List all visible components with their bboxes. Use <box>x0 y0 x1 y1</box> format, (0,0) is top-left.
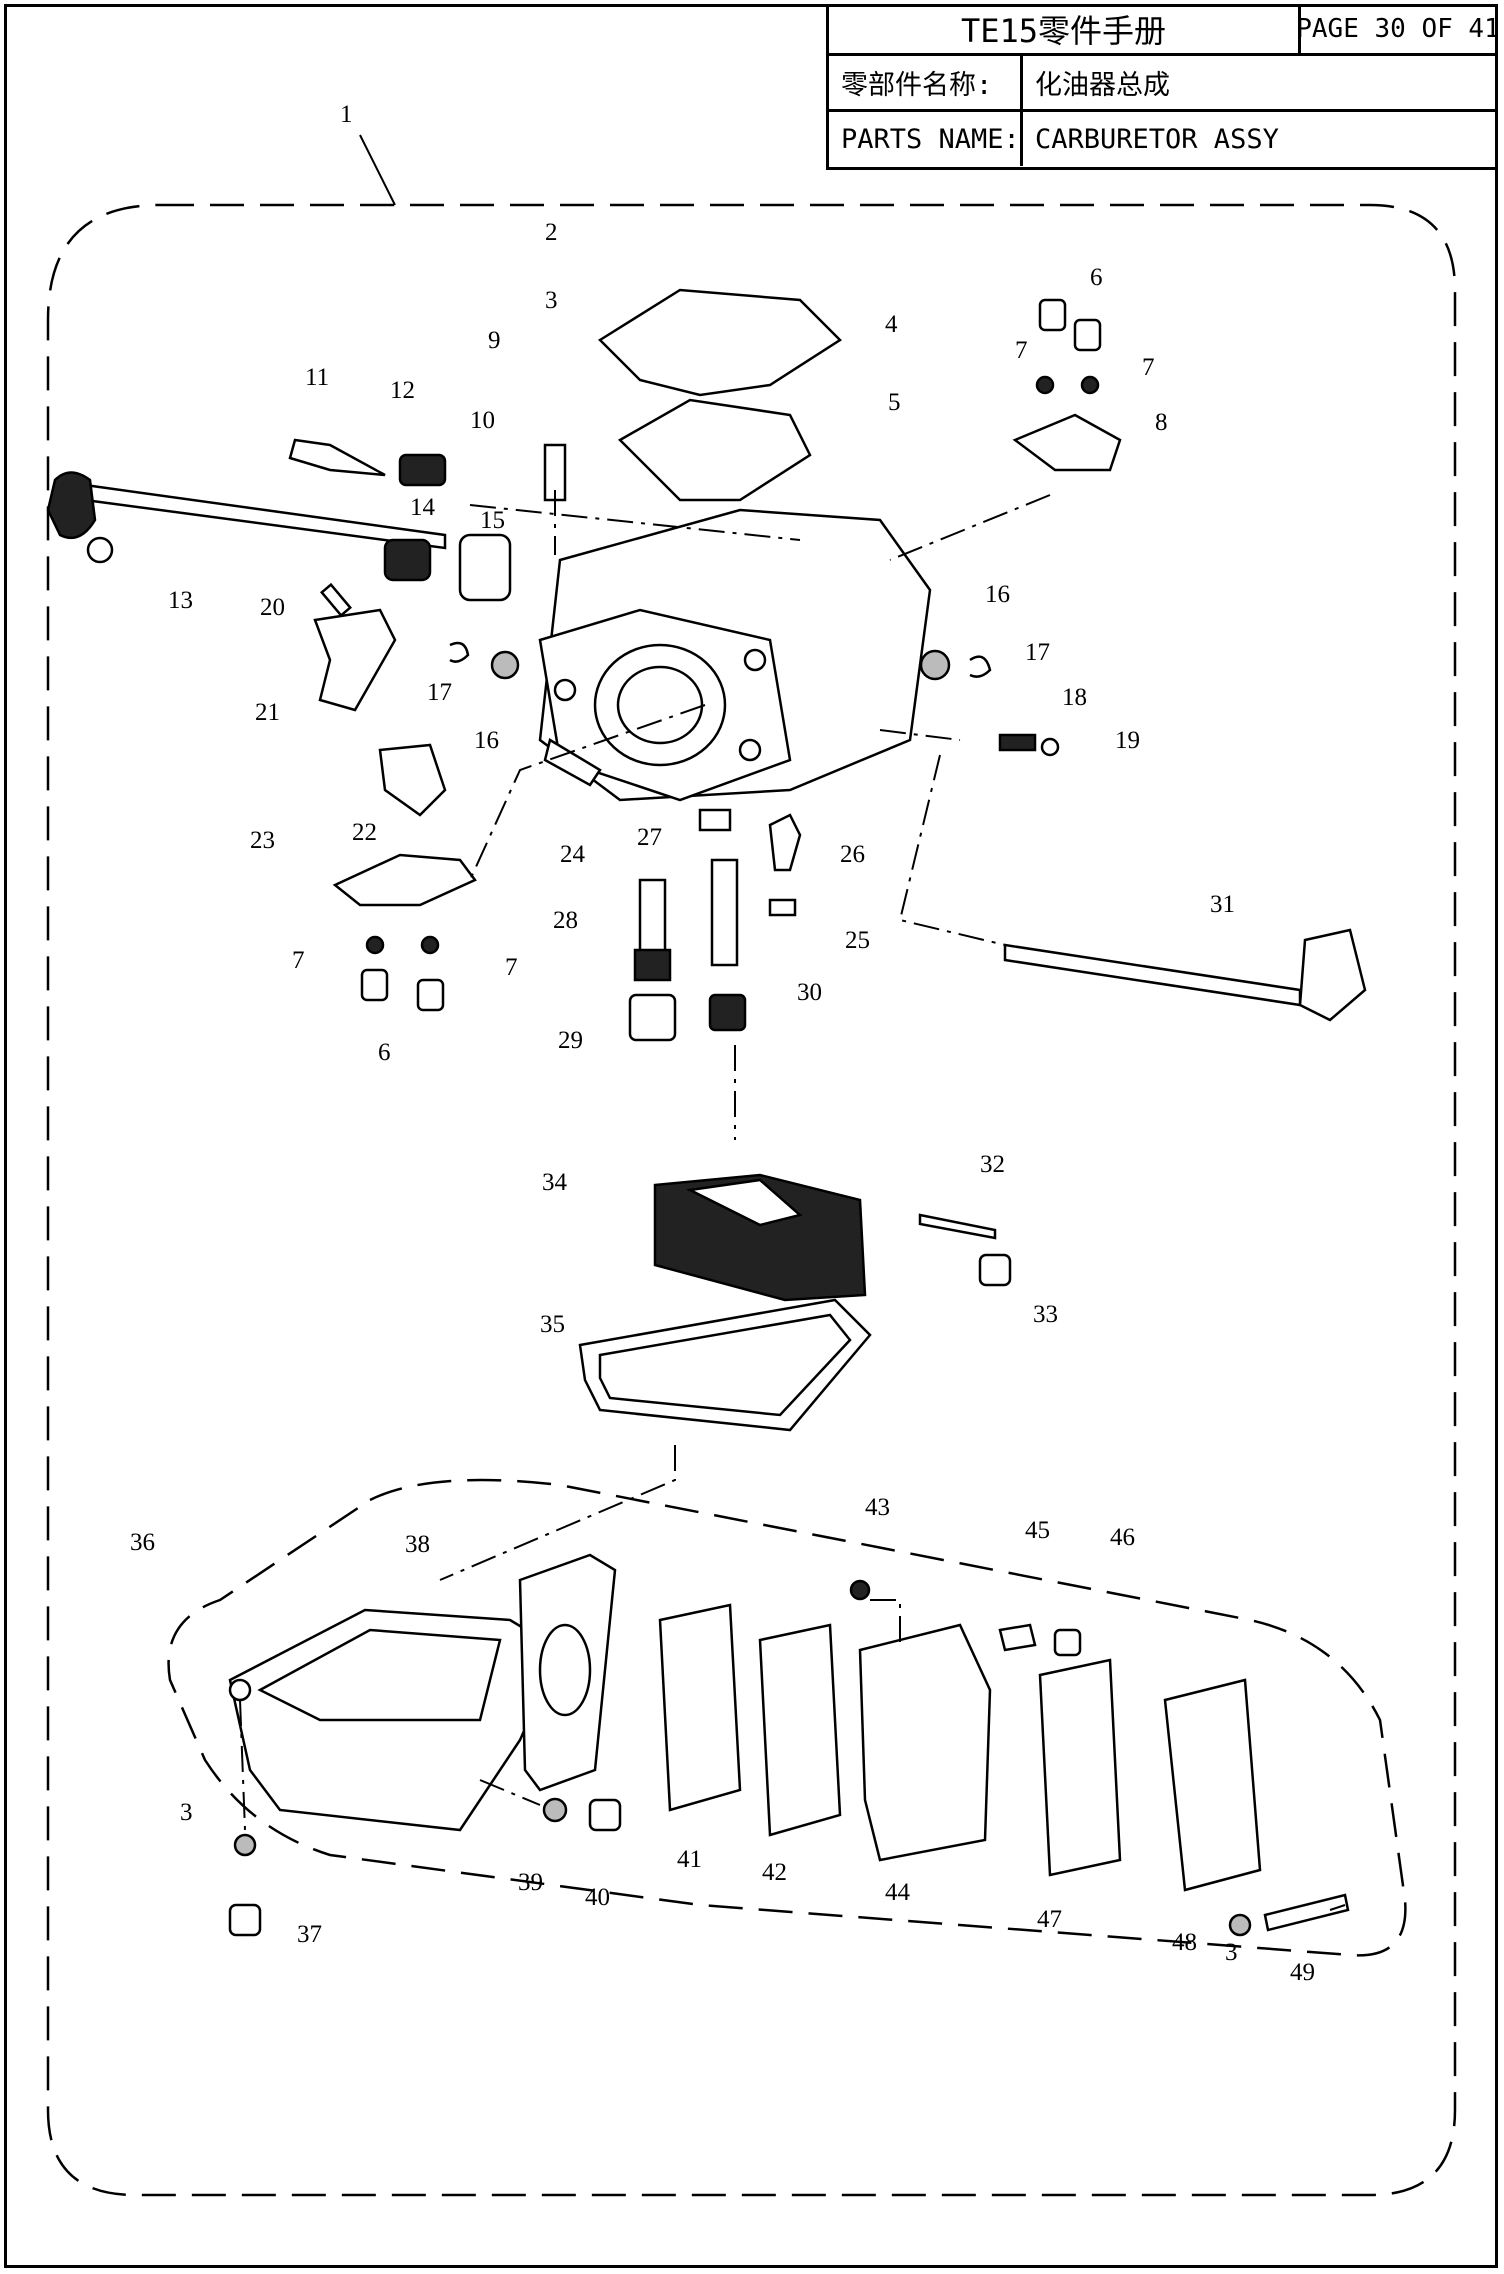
callout-14: 14 <box>410 494 436 521</box>
callout-48: 48 <box>1172 1929 1197 1956</box>
callout-7: 7 <box>1015 337 1028 364</box>
callout-36: 36 <box>130 1529 155 1556</box>
callout-17: 17 <box>1025 639 1050 666</box>
callout-5: 5 <box>888 389 901 416</box>
pump-diaphragms <box>658 1579 1350 1937</box>
callout-16b: 16 <box>474 727 499 754</box>
callout-30: 30 <box>797 979 822 1006</box>
idle-screw-and-spring <box>288 438 567 602</box>
callout-12: 12 <box>390 377 415 404</box>
callout-25: 25 <box>845 927 870 954</box>
callout-41: 41 <box>677 1846 702 1873</box>
callout-13: 13 <box>168 587 193 614</box>
manual-title: TE15零件手册 <box>829 4 1301 56</box>
callout-6b: 6 <box>378 1039 391 1066</box>
callout-43: 43 <box>865 1494 890 1521</box>
callout-28: 28 <box>553 907 578 934</box>
callout-9: 9 <box>488 327 501 354</box>
callout-37: 37 <box>297 1921 322 1948</box>
parts-name-label-en: PARTS NAME: <box>829 112 1023 166</box>
parts-name-value-cn: 化油器总成 <box>1023 56 1495 112</box>
callout-35: 35 <box>540 1311 565 1338</box>
callout-15: 15 <box>480 507 505 534</box>
callout-1: 1 <box>340 101 353 128</box>
callout-32: 32 <box>980 1151 1005 1178</box>
callout-39: 39 <box>518 1869 543 1896</box>
top-gasket-plates <box>598 288 842 502</box>
choke-lever <box>313 608 447 817</box>
callout-10: 10 <box>470 407 495 434</box>
callout-34: 34 <box>542 1169 568 1196</box>
callout-49: 49 <box>1290 1959 1315 1986</box>
title-block: TE15零件手册 PAGE 30 OF 41 零部件名称: 化油器总成 PART… <box>826 4 1498 170</box>
bowl-fasteners <box>228 1797 622 1937</box>
callout-20: 20 <box>260 594 285 621</box>
callout-2: 2 <box>545 219 558 246</box>
callout-23: 23 <box>250 827 275 854</box>
callout-18: 18 <box>1062 684 1087 711</box>
callout-3: 3 <box>545 287 558 314</box>
callout-7c: 7 <box>292 947 305 974</box>
assembly-boundary <box>46 203 1457 2197</box>
callout-labels: 1 2 3 4 5 6 7 7 8 9 10 11 12 13 14 15 16… <box>130 101 1315 1986</box>
callout-44: 44 <box>885 1879 911 1906</box>
callout-11: 11 <box>305 364 329 391</box>
callout-16: 16 <box>985 581 1010 608</box>
callout-6: 6 <box>1090 264 1103 291</box>
callout-31: 31 <box>1210 891 1235 918</box>
right-plate-and-screws <box>1012 298 1122 472</box>
leader-lines <box>239 134 1346 1911</box>
callout-3b: 3 <box>180 1799 193 1826</box>
callout-19: 19 <box>1115 727 1140 754</box>
callout-24: 24 <box>560 841 586 868</box>
callout-21: 21 <box>255 699 280 726</box>
callout-33: 33 <box>1033 1301 1058 1328</box>
carburetor-body <box>538 508 932 832</box>
callout-47: 47 <box>1037 1906 1062 1933</box>
drawing-frame <box>4 4 1498 2268</box>
bowl-gasket-35 <box>578 1298 872 1432</box>
choke-shaft-31 <box>1003 928 1367 1022</box>
parts-name-label-cn: 零部件名称: <box>829 56 1023 112</box>
callout-7d: 7 <box>505 954 518 981</box>
float-bowl-38 <box>228 1553 617 1832</box>
callout-3c: 3 <box>1225 1939 1238 1966</box>
throttle-shaft <box>46 471 447 564</box>
page-number: PAGE 30 OF 41 <box>1301 4 1495 56</box>
callout-8: 8 <box>1155 409 1168 436</box>
callout-26: 26 <box>840 841 865 868</box>
float-34 <box>653 1173 1012 1302</box>
jets <box>628 813 802 1042</box>
bottom-gasket-23 <box>332 853 477 1012</box>
callout-38: 38 <box>405 1531 430 1558</box>
parts-name-value-en: CARBURETOR ASSY <box>1035 123 1279 155</box>
callout-22: 22 <box>352 819 377 846</box>
callout-17b: 17 <box>427 679 452 706</box>
callout-4: 4 <box>885 311 898 338</box>
callout-29: 29 <box>558 1027 583 1054</box>
callout-40: 40 <box>585 1884 610 1911</box>
callout-27: 27 <box>637 824 662 851</box>
float-bowl-boundary <box>167 1478 1407 1957</box>
callout-7b: 7 <box>1142 354 1155 381</box>
callout-42: 42 <box>762 1859 787 1886</box>
callout-45: 45 <box>1025 1517 1050 1544</box>
side-parts <box>320 582 1060 757</box>
callout-46: 46 <box>1110 1524 1135 1551</box>
